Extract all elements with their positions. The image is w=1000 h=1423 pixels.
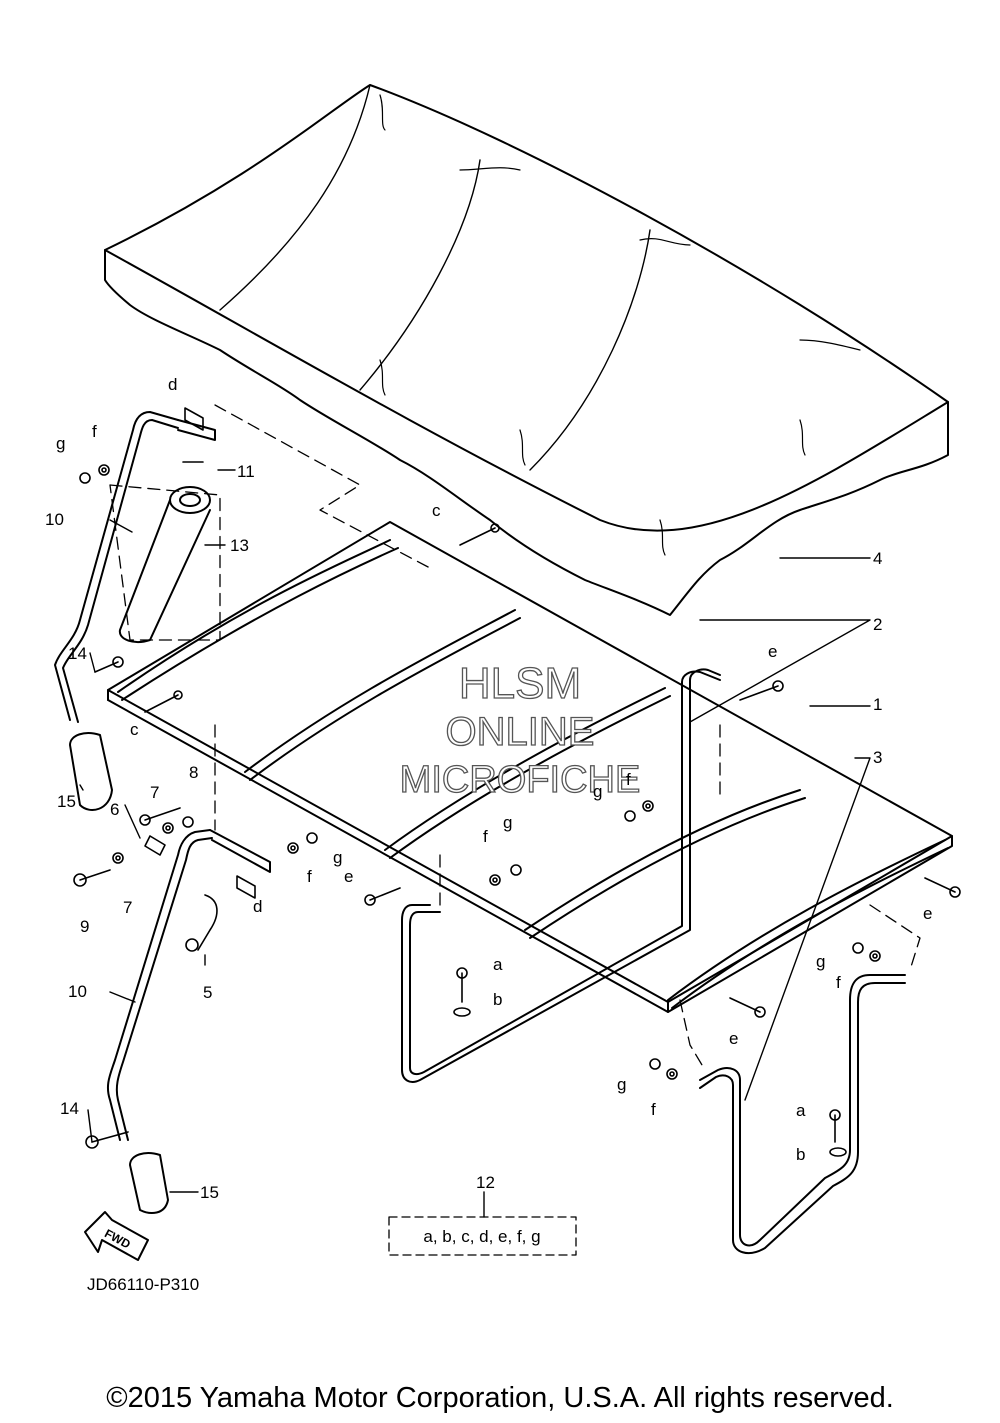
callout-f4: f bbox=[483, 827, 488, 846]
callout-f6: f bbox=[651, 1100, 656, 1119]
front-hoop bbox=[699, 974, 906, 1255]
callout-g4: g bbox=[503, 813, 512, 832]
watermark: HLSM ONLINE MICROFICHE bbox=[399, 658, 641, 801]
grip-lower bbox=[129, 1152, 169, 1214]
fwd-arrow bbox=[84, 1211, 149, 1261]
callout-g6: g bbox=[617, 1075, 626, 1094]
callout-14b: 14 bbox=[60, 1099, 79, 1118]
callout-10a: 10 bbox=[45, 510, 64, 529]
callout-f2: f bbox=[626, 770, 631, 789]
callout-g2: g bbox=[593, 782, 602, 801]
callout-9: 9 bbox=[80, 917, 89, 936]
callout-c2: c bbox=[130, 720, 139, 739]
callout-7a: 7 bbox=[150, 783, 159, 802]
callout-3: 3 bbox=[873, 748, 882, 767]
callout-f3: f bbox=[307, 867, 312, 886]
callout-6: 6 bbox=[110, 800, 119, 819]
callout-e2: e bbox=[344, 867, 353, 886]
strut-upper bbox=[54, 411, 216, 723]
callout-4: 4 bbox=[873, 549, 882, 568]
callout-13: 13 bbox=[230, 536, 249, 555]
callout-12: 12 bbox=[476, 1173, 495, 1192]
callout-1: 1 bbox=[873, 695, 882, 714]
svg-text:ONLINE: ONLINE bbox=[446, 710, 595, 754]
callout-a2: a bbox=[796, 1101, 806, 1120]
callout-e3: e bbox=[923, 904, 932, 923]
callout-7b: 7 bbox=[123, 898, 132, 917]
callout-d1: d bbox=[168, 375, 177, 394]
grip-upper bbox=[69, 732, 113, 811]
canopy-top bbox=[104, 84, 949, 616]
callout-e4: e bbox=[729, 1029, 738, 1048]
callout-b2: b bbox=[796, 1145, 805, 1164]
callout-14a: 14 bbox=[68, 644, 87, 663]
lock-holder bbox=[118, 486, 211, 643]
callout-8: 8 bbox=[189, 763, 198, 782]
copyright-notice: ©2015 Yamaha Motor Corporation, U.S.A. A… bbox=[106, 1382, 894, 1414]
kit-box bbox=[388, 1216, 577, 1256]
svg-text:MICROFICHE: MICROFICHE bbox=[400, 759, 641, 801]
main-frame bbox=[107, 521, 953, 1013]
callout-e1: e bbox=[768, 642, 777, 661]
callout-c1: c bbox=[432, 501, 441, 520]
kit-contents: a, b, c, d, e, f, g bbox=[423, 1227, 540, 1246]
callout-10b: 10 bbox=[68, 982, 87, 1001]
callout-a1: a bbox=[493, 955, 503, 974]
callout-f5: f bbox=[836, 973, 841, 992]
callout-g5: g bbox=[816, 952, 825, 971]
hardware bbox=[73, 407, 961, 1157]
callout-2: 2 bbox=[873, 615, 882, 634]
svg-text:HLSM: HLSM bbox=[459, 659, 581, 708]
strut-lower bbox=[106, 829, 271, 1141]
callout-15a: 15 bbox=[57, 792, 76, 811]
callout-15b: 15 bbox=[200, 1183, 219, 1202]
callout-d2: d bbox=[253, 897, 262, 916]
callout-5: 5 bbox=[203, 983, 212, 1002]
dashed-guides bbox=[109, 404, 921, 1071]
callout-labels: 1 2 3 4 5 6 7 7 8 9 10 10 11 12 13 14 14… bbox=[45, 375, 932, 1202]
callout-g3: g bbox=[333, 848, 342, 867]
callout-g1: g bbox=[56, 434, 65, 453]
diagram-code: JD66110-P310 bbox=[87, 1275, 199, 1294]
rear-hoop bbox=[401, 668, 721, 1083]
callout-b1: b bbox=[493, 990, 502, 1009]
callout-f1: f bbox=[92, 422, 97, 441]
callout-11: 11 bbox=[237, 462, 255, 481]
leader-lines bbox=[79, 469, 871, 1193]
